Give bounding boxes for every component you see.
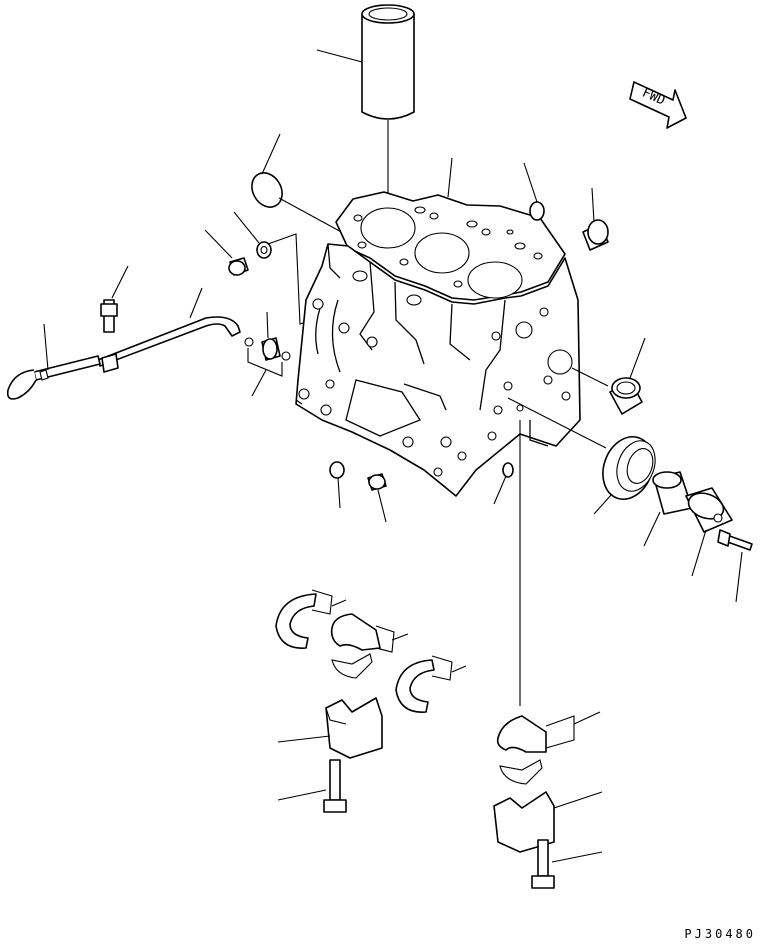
cover-sleeve[interactable] [652, 471, 693, 515]
thrust-washer-1-leader [331, 599, 347, 607]
plug-small-leader [523, 162, 538, 203]
cap-bolt-right-leader [551, 851, 603, 863]
clip-bolt-leader [111, 265, 129, 299]
plug-large-leader [261, 133, 281, 175]
plug-small[interactable] [529, 201, 545, 221]
adapter-leader-upper [266, 311, 269, 339]
washer-leader [233, 211, 260, 244]
main-bearing-right-tag [545, 715, 575, 749]
plug-bottom-1-leader [337, 477, 341, 509]
bearing-cap-cover[interactable] [685, 487, 733, 533]
dipstick-guide-tube[interactable] [97, 316, 241, 367]
figure-code: PJ30480 [684, 927, 756, 941]
plug-bottom-3-leader [493, 475, 507, 505]
fwd-direction-arrow: FWD [629, 81, 687, 129]
main-bearing-upper-left-tag [375, 625, 395, 653]
clip-bolt[interactable] [100, 299, 118, 333]
cover-sleeve-leader [643, 511, 661, 547]
liner-leader [316, 49, 363, 63]
thrust-washer-1-tag [311, 589, 333, 615]
dipstick-clip[interactable] [101, 353, 119, 373]
cover-leader [691, 529, 707, 577]
bushing-leader [629, 337, 646, 379]
dipstick-leader [43, 323, 49, 371]
plug-bottom-2[interactable] [367, 473, 387, 491]
dipstick[interactable] [6, 355, 101, 400]
plug-bottom-2-leader [377, 489, 387, 523]
plug-bottom-3[interactable] [502, 462, 514, 478]
main-bearing-cap-right[interactable] [493, 791, 555, 853]
thrust-washer-2-leader [451, 665, 467, 673]
cover-bolt[interactable] [717, 529, 753, 551]
drain-plug[interactable] [228, 257, 249, 276]
cap-bolt-right[interactable] [531, 839, 555, 889]
main-bearing-right-leader [573, 711, 601, 725]
bushing-to-block [571, 367, 609, 387]
plug-bottom-1[interactable] [329, 461, 345, 479]
cup-plug-leader [591, 187, 595, 223]
expansion-plug-large[interactable] [246, 167, 288, 212]
washer[interactable] [256, 241, 272, 259]
main-bearing-right[interactable] [496, 715, 547, 785]
head-gasket[interactable] [335, 191, 566, 301]
thrust-washer-2-tag [431, 655, 453, 681]
plug-large-to-block [278, 197, 346, 235]
adapter-leader [251, 369, 267, 397]
cylinder-liner[interactable] [361, 4, 415, 120]
adapter-bracket [247, 348, 283, 377]
cap-left-leader [277, 735, 331, 743]
o-ring-lower[interactable] [281, 351, 291, 361]
main-bearing-upper-left[interactable] [330, 613, 381, 679]
thrust-washer-2[interactable] [395, 659, 435, 713]
cap-right-tag [553, 791, 603, 809]
drain-plug-leader [204, 229, 233, 259]
crank-bearing-seal[interactable] [595, 430, 662, 507]
cup-plug[interactable] [582, 219, 609, 251]
cam-bushing[interactable] [609, 377, 643, 415]
main-bearing-cap-left[interactable] [325, 697, 383, 759]
bearing-leader [593, 493, 613, 515]
thrust-washer-1[interactable] [275, 593, 317, 649]
cap-bolt-left[interactable] [323, 759, 347, 813]
o-ring-upper[interactable] [244, 337, 254, 347]
cover-bolt-leader [735, 551, 743, 603]
gasket-leader [447, 157, 453, 198]
bearing-to-block [507, 397, 607, 449]
adapter-fitting[interactable] [261, 337, 281, 361]
main-bearing-upper-left-leader [391, 633, 409, 641]
guide-tube-leader [189, 287, 203, 319]
cap-bolt-left-leader [277, 789, 327, 801]
cylinder-block[interactable] [295, 243, 581, 497]
